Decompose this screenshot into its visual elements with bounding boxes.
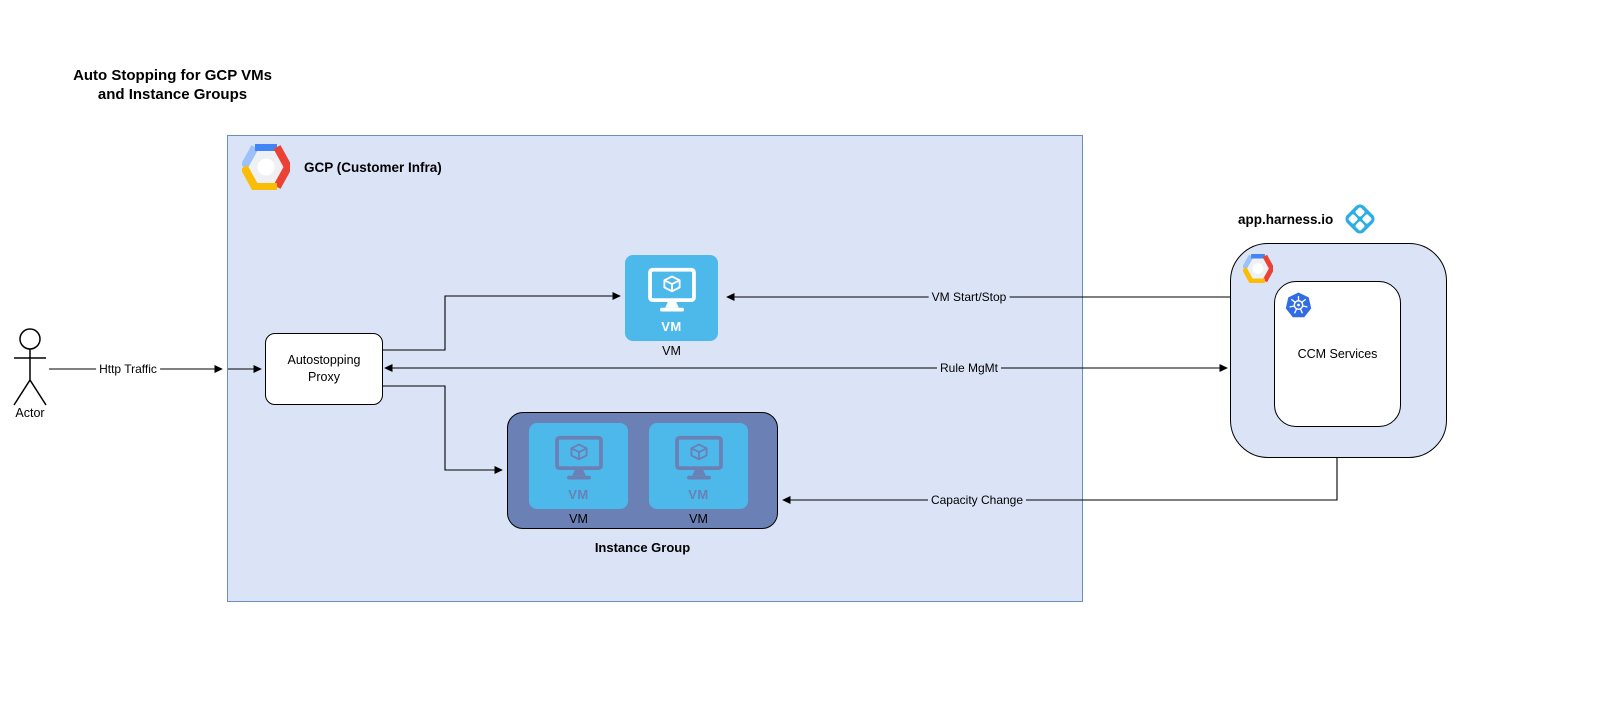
vm-label: VM bbox=[662, 344, 681, 358]
edge-label-http-traffic: Http Traffic bbox=[96, 362, 160, 376]
actor-icon bbox=[13, 328, 47, 406]
instance-group-node: VM VM VM VM bbox=[507, 412, 778, 529]
edge-label-vm-start-stop: VM Start/Stop bbox=[928, 290, 1010, 304]
gcp-header: GCP (Customer Infra) bbox=[242, 144, 442, 190]
vm-label: VM bbox=[689, 512, 708, 526]
gcp-logo-icon bbox=[242, 144, 290, 190]
vm-monitor-icon bbox=[674, 435, 723, 482]
vm-node: VM bbox=[625, 255, 718, 341]
harness-logo-icon bbox=[1345, 204, 1375, 234]
proxy-label-line2: Proxy bbox=[308, 370, 340, 384]
vm-badge: VM bbox=[688, 487, 709, 502]
vm-monitor-icon bbox=[554, 435, 603, 482]
gcp-container-label: GCP (Customer Infra) bbox=[304, 159, 442, 175]
autostopping-proxy-node: Autostopping Proxy bbox=[265, 333, 383, 405]
instance-group-vm-tile: VM bbox=[649, 423, 748, 509]
kubernetes-icon bbox=[1285, 292, 1312, 318]
diagram-title: Auto Stopping for GCP VMs and Instance G… bbox=[40, 66, 305, 104]
instance-group-vm-tile: VM bbox=[529, 423, 628, 509]
harness-container: CCM Services bbox=[1230, 243, 1447, 458]
actor-label: Actor bbox=[15, 406, 45, 420]
diagram-title-line2: and Instance Groups bbox=[97, 86, 248, 103]
edge-label-capacity-change: Capacity Change bbox=[927, 493, 1027, 507]
proxy-label-line1: Autostopping bbox=[287, 353, 361, 367]
harness-title: app.harness.io bbox=[1238, 211, 1334, 227]
vm-label: VM bbox=[569, 512, 588, 526]
harness-title-row: app.harness.io bbox=[1238, 202, 1377, 236]
diagram-title-line1: Auto Stopping for GCP VMs bbox=[73, 67, 272, 84]
vm-badge: VM bbox=[568, 487, 589, 502]
gcp-logo-icon bbox=[1243, 254, 1273, 283]
ccm-services-node: CCM Services bbox=[1274, 281, 1401, 427]
ccm-services-label: CCM Services bbox=[1297, 347, 1378, 361]
instance-group-label: Instance Group bbox=[594, 540, 691, 555]
vm-badge: VM bbox=[661, 319, 682, 334]
vm-monitor-icon bbox=[647, 267, 696, 314]
edge-label-rule-mgmt: Rule MgMt bbox=[936, 361, 1002, 375]
